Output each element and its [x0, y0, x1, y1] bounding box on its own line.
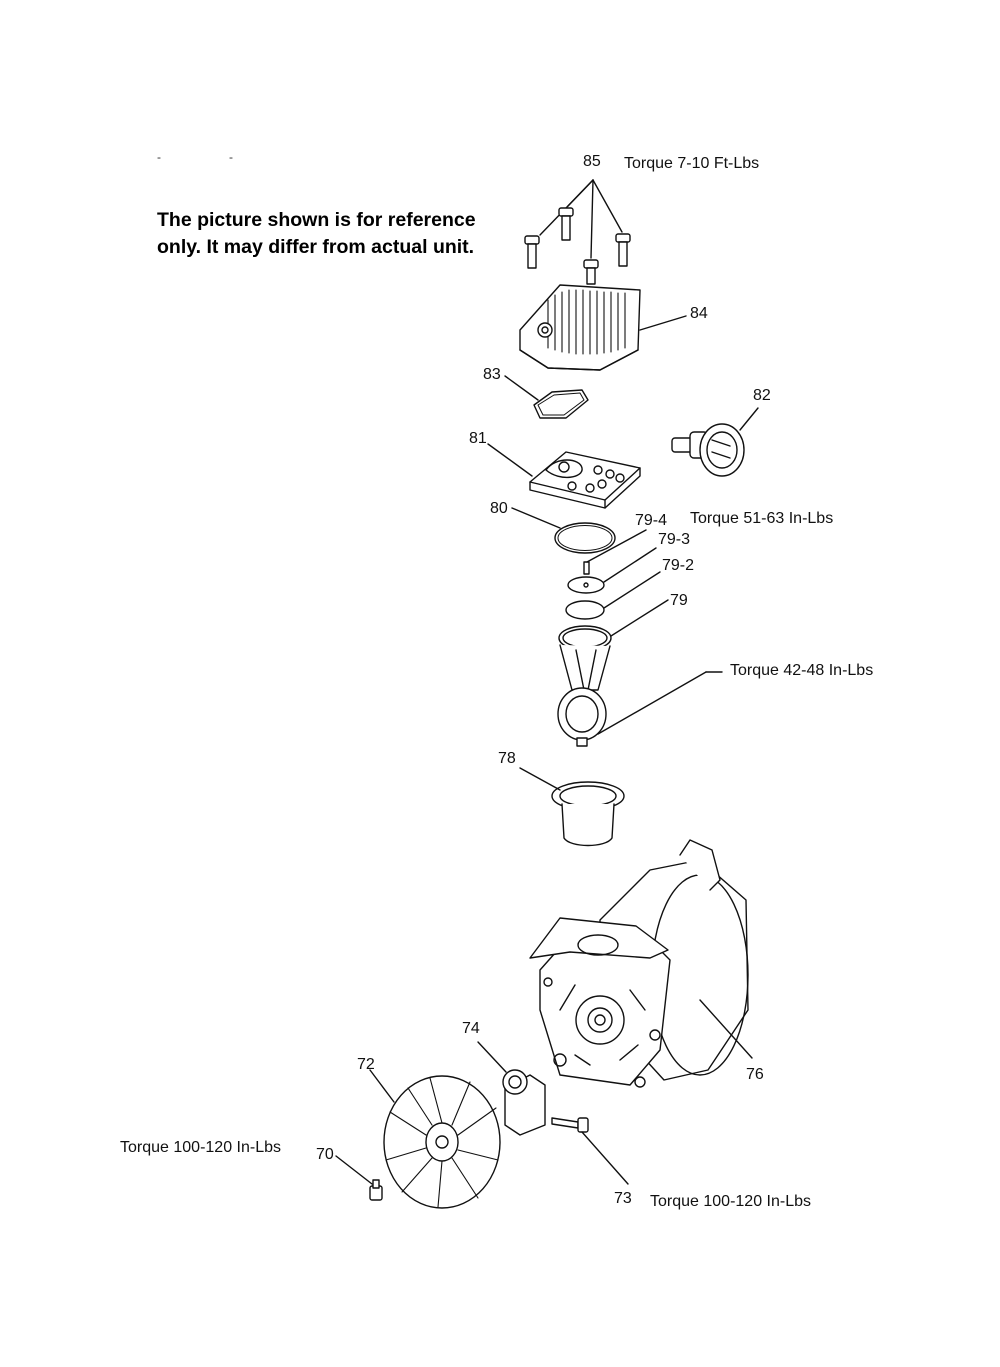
part-label-70: 70 — [316, 1146, 334, 1163]
part-label-81: 81 — [469, 430, 487, 447]
reference-note-line: The picture shown is for reference — [157, 209, 476, 231]
part-label-76: 76 — [746, 1066, 764, 1083]
part-label-78: 78 — [498, 750, 516, 767]
bolt-70 — [335, 1155, 383, 1201]
torque-label-73: Torque 100-120 In-Lbs — [650, 1193, 811, 1210]
bolts-85 — [524, 179, 631, 285]
torque-label-85: Torque 7-10 Ft-Lbs — [624, 155, 760, 172]
connecting-rod-79 — [557, 599, 723, 747]
reference-note-line: only. It may differ from actual unit. — [157, 236, 475, 258]
part-label-79-4: 79-4 — [635, 512, 668, 529]
retainer-79-3 — [567, 547, 657, 594]
cylinder-head-84 — [519, 284, 687, 371]
motor-housing-76 — [529, 839, 753, 1088]
part-label-79-3: 79-3 — [658, 531, 691, 548]
dash-mark: - — [157, 150, 161, 164]
torque-label-79-4: Torque 51-63 In-Lbs — [690, 510, 834, 527]
part-label-82: 82 — [753, 387, 771, 404]
gasket-83 — [504, 375, 589, 419]
sleeve-78 — [519, 767, 625, 847]
part-label-79-2: 79-2 — [662, 557, 695, 574]
dash-mark: - — [229, 150, 233, 164]
bolt-73 — [551, 1117, 629, 1185]
part-label-83: 83 — [483, 366, 501, 383]
part-label-80: 80 — [490, 500, 508, 517]
torque-label-70: Torque 100-120 In-Lbs — [120, 1139, 281, 1156]
valve-plate-81 — [487, 443, 641, 509]
screw-79-4 — [583, 529, 647, 575]
part-label-85: 85 — [583, 153, 601, 170]
reference-note: The picture shown is for reference only.… — [157, 207, 476, 261]
torque-label-rod: Torque 42-48 In-Lbs — [730, 662, 874, 679]
part-label-84: 84 — [690, 305, 708, 322]
cup-79-2 — [565, 571, 661, 620]
part-label-72: 72 — [357, 1056, 375, 1073]
fan-72 — [369, 1069, 501, 1209]
part-82 — [671, 407, 759, 477]
part-label-73: 73 — [614, 1190, 632, 1207]
part-label-74: 74 — [462, 1020, 480, 1037]
o-ring-80 — [511, 507, 616, 554]
part-74 — [477, 1041, 546, 1136]
part-label-79: 79 — [670, 592, 688, 609]
